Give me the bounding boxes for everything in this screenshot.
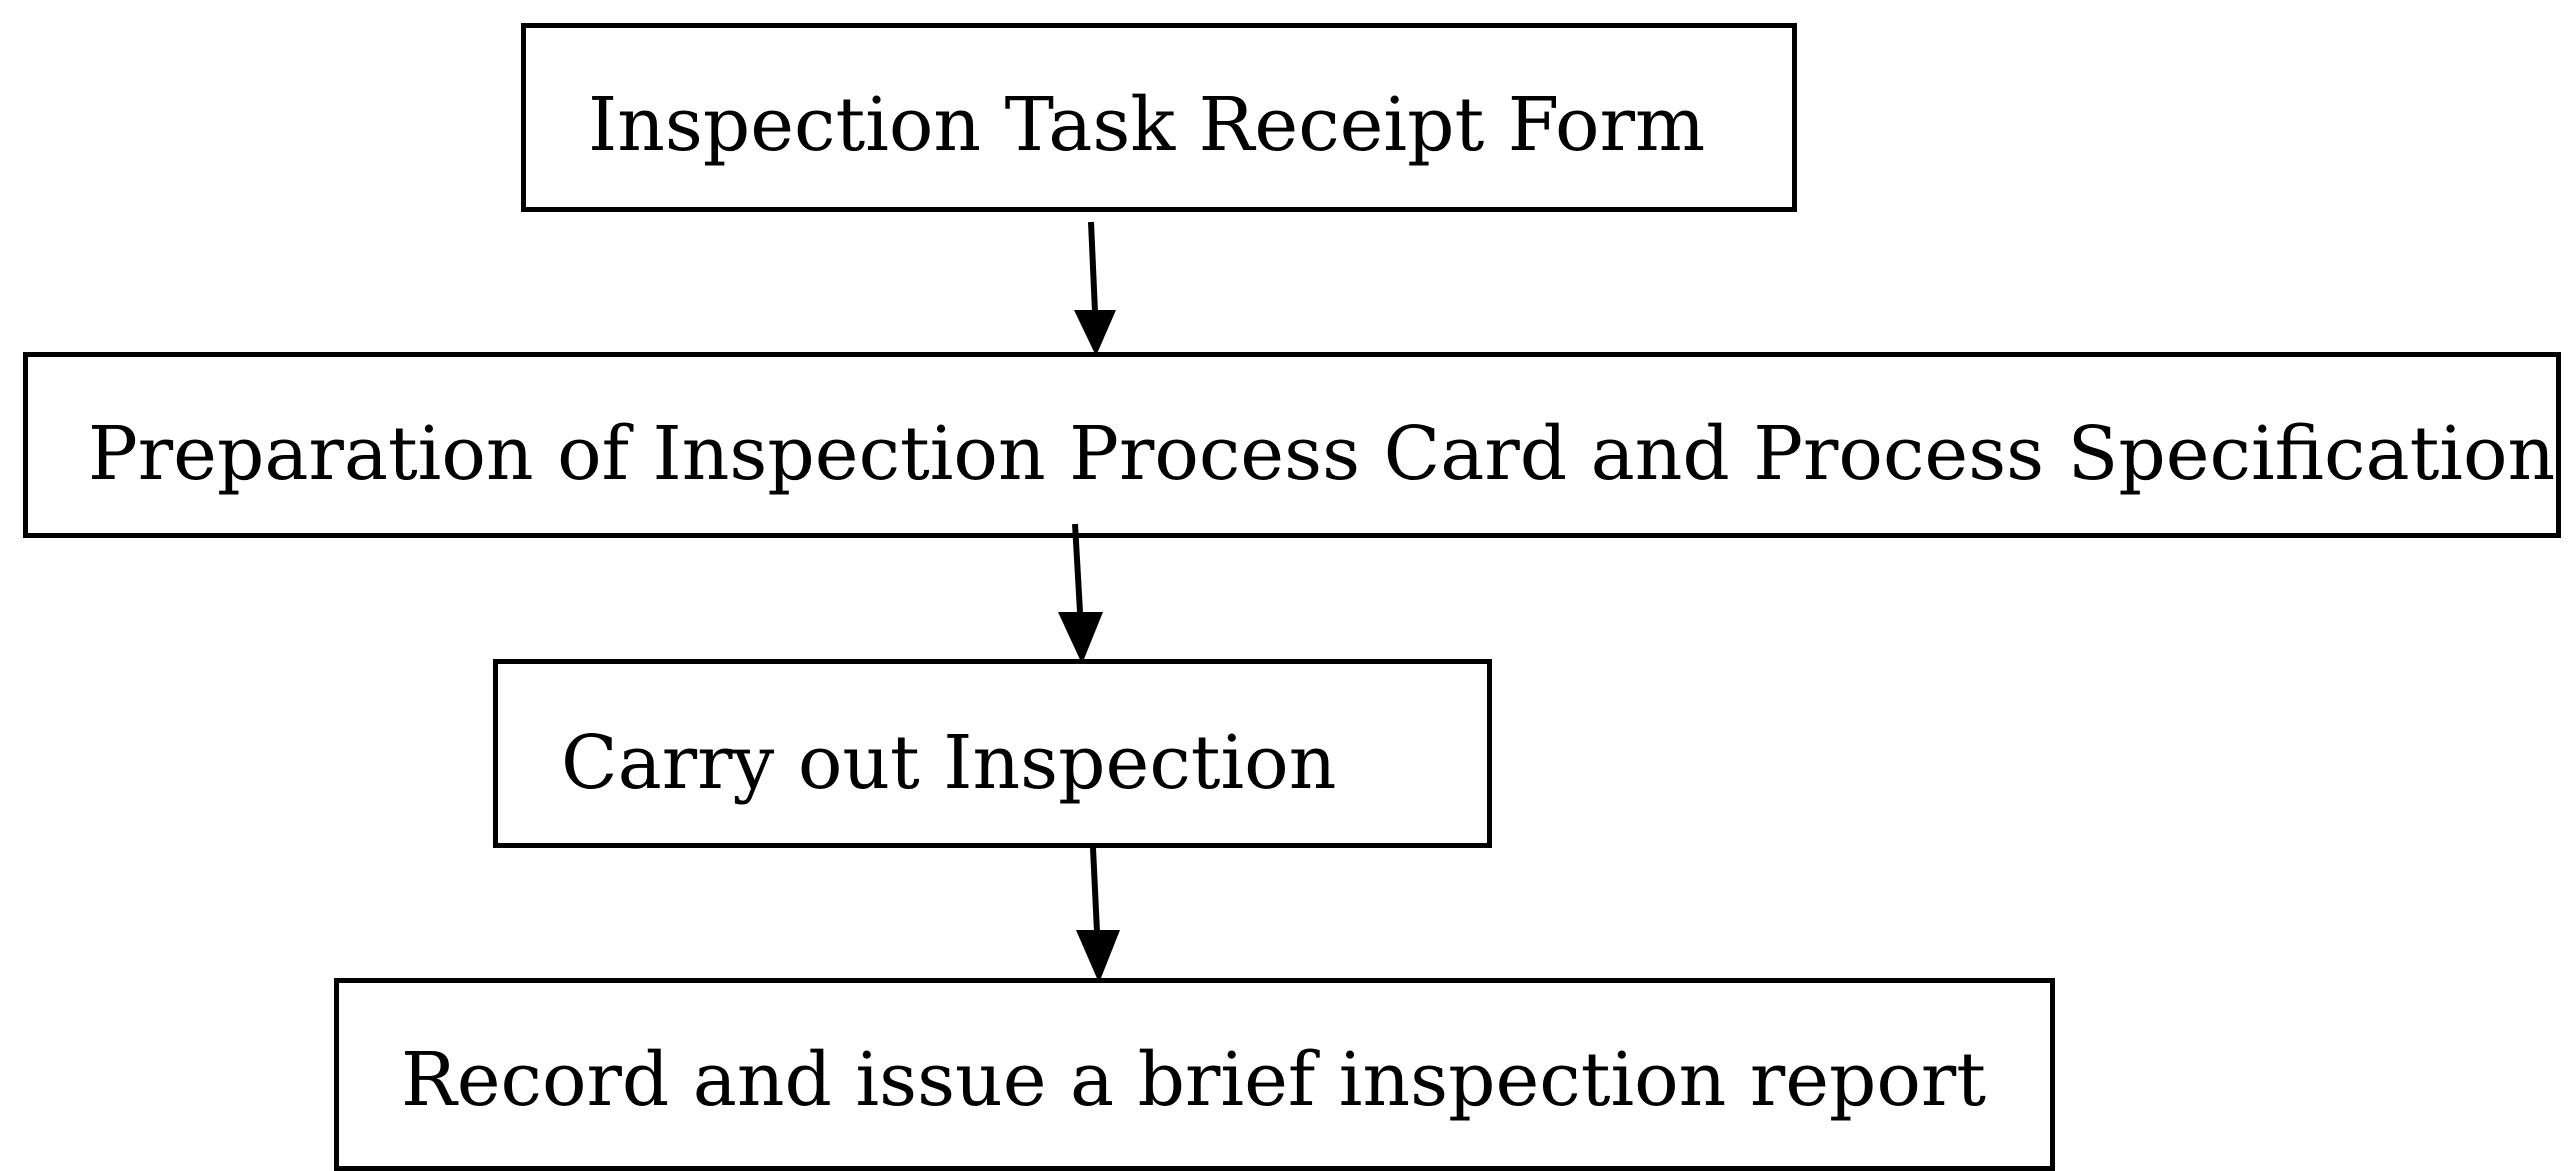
step-box-preparation: Preparation of Inspection Process Card a… [23, 352, 2561, 538]
step-box-task-receipt: Inspection Task Receipt Form [521, 23, 1797, 212]
step-label-preparation: Preparation of Inspection Process Card a… [88, 411, 2556, 497]
flow-arrow-2 [1058, 523, 1103, 664]
step-label-carry-out: Carry out Inspection [561, 720, 1337, 806]
flow-arrow-3 [1076, 847, 1120, 983]
flow-arrow-1 [1074, 221, 1116, 356]
step-label-task-receipt: Inspection Task Receipt Form [588, 82, 1706, 168]
step-box-record-report: Record and issue a brief inspection repo… [334, 978, 2055, 1171]
step-label-record-report: Record and issue a brief inspection repo… [401, 1037, 1987, 1123]
step-box-carry-out: Carry out Inspection [493, 659, 1492, 848]
